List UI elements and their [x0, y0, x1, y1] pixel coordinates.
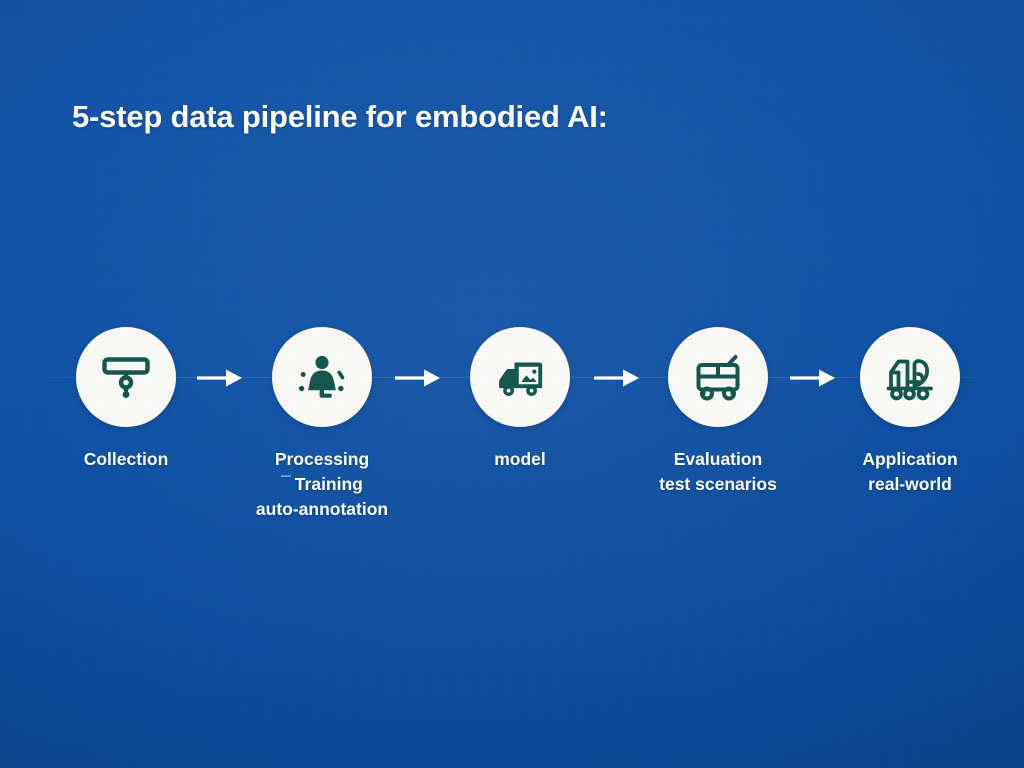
sensor-rail-icon — [96, 347, 156, 407]
right-arrow-icon — [787, 366, 841, 390]
pipeline-step-application[interactable]: Application real-world — [810, 327, 1010, 497]
arrow-collection-to-processing — [194, 366, 248, 390]
arrow-model-to-evaluation — [591, 366, 645, 390]
step-icon-bubble-processing — [272, 327, 372, 427]
pipeline-step-model[interactable]: model — [420, 327, 620, 472]
right-arrow-icon — [194, 366, 248, 390]
step-label-processing-line3: auto-annotation — [255, 499, 389, 519]
delivery-truck-icon — [490, 347, 550, 407]
step-label-model-line1: model — [494, 449, 546, 469]
trolleybus-icon — [688, 347, 748, 407]
step-icon-bubble-application — [860, 327, 960, 427]
pipeline-step-collection[interactable]: Collection — [26, 327, 226, 472]
page-title: 5-step data pipeline for embodied AI: — [72, 99, 608, 134]
right-arrow-icon — [392, 366, 446, 390]
step-label-evaluation-line2: test scenarios — [659, 474, 777, 494]
loader-vehicle-icon — [880, 347, 940, 407]
step-label-application-line2: real-world — [868, 474, 952, 494]
step-label-collection-line1: Collection — [83, 449, 169, 469]
pipeline-step-evaluation[interactable]: Evaluation test scenarios — [618, 327, 818, 497]
arrow-processing-to-model — [392, 366, 446, 390]
step-label-application-line1: Application — [862, 449, 958, 469]
right-arrow-icon — [591, 366, 645, 390]
pipeline-step-processing[interactable]: Processing Training auto-annotation — [222, 327, 422, 522]
step-label-collection: Collection — [26, 447, 226, 472]
arrow-evaluation-to-application — [787, 366, 841, 390]
person-signal-icon — [292, 347, 352, 407]
step-label-model: model — [420, 447, 620, 472]
step-label-evaluation-line1: Evaluation — [673, 449, 763, 469]
step-icon-bubble-evaluation — [668, 327, 768, 427]
step-icon-bubble-collection — [76, 327, 176, 427]
step-label-application: Application real-world — [810, 447, 1010, 497]
step-label-processing-line1: Processing — [274, 449, 370, 469]
step-icon-bubble-model — [470, 327, 570, 427]
step-label-processing-line2: Training — [222, 472, 422, 497]
step-label-evaluation: Evaluation test scenarios — [618, 447, 818, 497]
step-label-processing: Processing Training auto-annotation — [222, 447, 422, 522]
